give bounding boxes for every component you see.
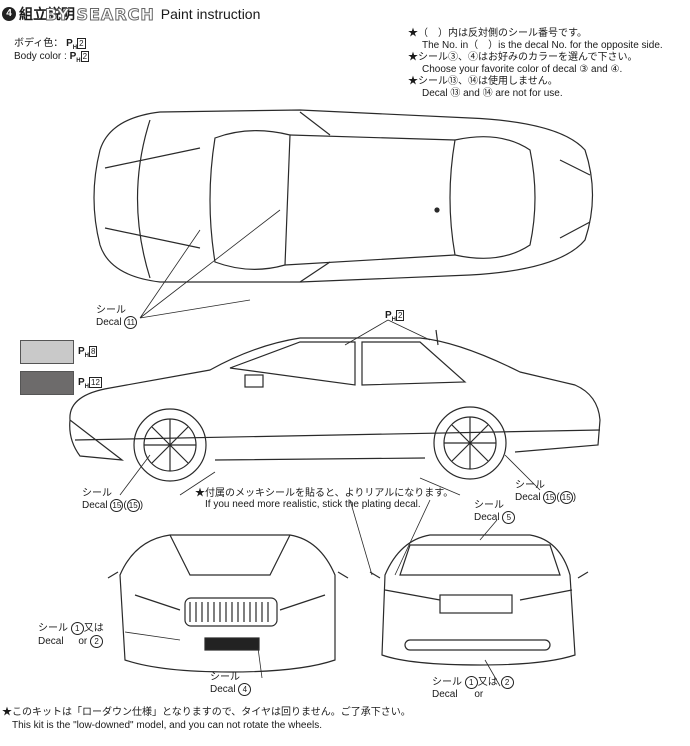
decal-4-jp: シール — [210, 672, 240, 683]
body-color-en-row: Body color : PH2 — [14, 51, 90, 67]
plating-note: ★付属のメッキシールを貼ると、よりリアルになります。 If you need m… — [195, 488, 453, 510]
decal-5-jp: シール — [474, 500, 504, 511]
paint-code: 2 — [77, 38, 86, 49]
section-header: 4 組立説明 BY SEARCH Paint instruction — [2, 4, 260, 24]
section-title-jp: 組立説明 — [19, 6, 75, 22]
front-decal-jp: シール — [38, 623, 68, 635]
side-paint-code: 2 — [396, 310, 405, 321]
top-view — [93, 109, 594, 283]
decal-5-en: Decal — [474, 512, 500, 524]
decal-4-number: 4 — [238, 683, 252, 696]
paint-icon: PH — [78, 377, 90, 391]
paint-icon: PH — [69, 51, 81, 65]
side-view — [69, 329, 601, 482]
decal-15-left-number: 15 — [110, 499, 124, 512]
decal-11-jp: シール — [96, 305, 126, 316]
decal-11-number: 11 — [124, 316, 138, 329]
decal-4-en: Decal — [210, 684, 236, 696]
note-3-en: Decal ⑬ and ⑭ are not for use. — [422, 88, 563, 99]
front-decal-number-2: 2 — [90, 635, 104, 648]
paint-swatch-dark-gray — [20, 371, 74, 395]
paint-swatch-light-gray — [20, 340, 74, 364]
decal-15-left-en: Decal — [82, 500, 108, 512]
body-color-jp-row: ボディ色： PH2 — [14, 38, 86, 54]
decal-15-left-alt: 15 — [126, 499, 140, 512]
front-view — [107, 534, 349, 673]
paint-icon: PH — [385, 310, 397, 324]
note-1-jp: ★（ ）内は反対側のシール番号です。 — [408, 28, 587, 39]
body-color-jp: ボディ色： — [14, 38, 64, 50]
leader-lines — [119, 209, 541, 687]
swatch-1-code: 8 — [89, 346, 98, 357]
footer-en: This kit is the "low-downed" model, and … — [12, 720, 323, 731]
decal-5-number: 5 — [502, 511, 516, 524]
rear-or-jp: 又は — [477, 677, 498, 689]
paint-icon: PH — [78, 346, 90, 360]
decal-15-left-jp: シール — [82, 488, 112, 499]
step-number: 4 — [2, 7, 16, 21]
rear-view — [369, 534, 589, 666]
decal-15-right-jp: シール — [515, 480, 545, 491]
swatch-2-code-row: PH12 — [78, 377, 102, 393]
decal-15-right-number: 15 — [543, 491, 557, 504]
note-1-en: The No. in（ ）is the decal No. for the op… — [422, 40, 663, 51]
note-2-jp: ★シール③、④はお好みのカラーを選んで下さい。 — [408, 52, 638, 63]
rear-decal-jp: シール — [432, 677, 462, 689]
footer-jp: ★このキットは「ローダウン仕様」となりますので、タイヤは回りません。ご了承下さい… — [2, 707, 411, 718]
rear-decal-number-2: 2 — [500, 676, 514, 689]
watermark: BY SEARCH — [45, 4, 155, 24]
decal-4-label: シール Decal 4 — [210, 672, 252, 696]
side-paint-label: PH2 — [385, 310, 405, 326]
footer-note: ★このキットは「ローダウン仕様」となりますので、タイヤは回りません。ご了承下さい… — [2, 706, 411, 732]
front-decal-en: Decal — [38, 636, 64, 648]
notes-block: ★（ ）内は反対側のシール番号です。 The No. in（ ）is the d… — [408, 28, 688, 100]
decal-15-left-label: シール Decal 15(15) — [82, 488, 144, 512]
paint-code: 2 — [80, 51, 90, 62]
swatch-1-code-row: PH8 — [78, 346, 98, 362]
rear-decal-number-1: 1 — [464, 676, 478, 689]
decal-5-label: シール Decal 5 — [474, 500, 516, 524]
front-decal-number-1: 1 — [70, 622, 84, 635]
decal-15-right-alt: 15 — [559, 491, 573, 504]
plating-note-jp: ★付属のメッキシールを貼ると、よりリアルになります。 — [195, 488, 454, 499]
decal-15-right-en: Decal — [515, 492, 541, 504]
front-or-jp: 又は — [83, 623, 104, 635]
decal-11-label: シール Decal 11 — [96, 305, 138, 329]
body-color-en: Body color : — [14, 51, 67, 63]
rear-decal-en: Decal — [432, 689, 458, 700]
swatch-2-code: 12 — [89, 377, 102, 388]
paint-icon: PH — [66, 38, 78, 52]
front-or-en: or — [78, 636, 88, 648]
section-title-en: Paint instruction — [160, 6, 261, 22]
rear-or-en: or — [474, 689, 484, 700]
note-3-jp: ★シール⑬、⑭は使用しません。 — [408, 76, 558, 87]
decal-11-en: Decal — [96, 317, 122, 329]
plating-note-en: If you need more realistic, stick the pl… — [205, 499, 421, 510]
note-2-en: Choose your favorite color of decal ③ an… — [422, 64, 623, 75]
decal-15-right-label: シール Decal 15(15) — [515, 480, 577, 504]
